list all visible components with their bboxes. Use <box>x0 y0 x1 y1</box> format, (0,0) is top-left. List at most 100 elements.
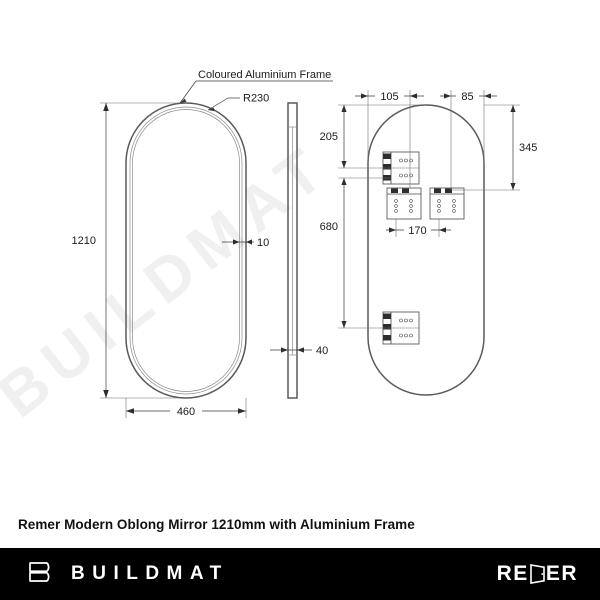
dim-label-bg <box>404 222 431 237</box>
front-view-outer-outline <box>125 102 247 399</box>
dimension-rear-85: 85 <box>440 88 497 190</box>
bracket-ml-body <box>386 187 422 220</box>
watermark: BUILDMAT <box>0 131 343 431</box>
remer-m-glyph-icon <box>530 564 545 584</box>
bracket-hole <box>409 204 413 208</box>
dimension-front-height: 1210 <box>72 102 180 399</box>
arrow-170-left <box>389 227 396 233</box>
bracket-hole <box>399 318 403 323</box>
dimension-rear-680-label: 680 <box>320 221 338 233</box>
bracket-hole <box>404 173 408 178</box>
radius-note-label: R230 <box>243 93 269 105</box>
bracket-ml-tab-1 <box>391 188 398 193</box>
bracket-hole <box>399 158 403 163</box>
dimension-front-height-label: 1210 <box>72 235 96 247</box>
bracket-top-tab-1 <box>383 153 391 159</box>
arrow-depth-left <box>281 347 288 353</box>
radius-note-arrow <box>208 107 215 112</box>
dim-label-bg <box>375 88 404 103</box>
arrow-85-right <box>484 93 491 99</box>
bracket-mr-body <box>429 187 465 220</box>
remer-brand[interactable]: RE ER <box>497 562 600 586</box>
arrow-205-down <box>341 161 347 168</box>
bracket-hole <box>409 209 413 213</box>
arrow-right <box>238 408 246 414</box>
buildmat-b-logo-icon <box>27 560 57 589</box>
bracket-hole <box>409 199 413 203</box>
bracket-mr-tab-1 <box>434 188 441 193</box>
bracket-hole <box>437 204 441 208</box>
side-view-profile <box>287 102 298 399</box>
dimension-rear-680: 680 <box>320 177 391 329</box>
bracket-hole <box>409 318 413 323</box>
bracket-hole <box>394 204 398 208</box>
arrow-85-left <box>444 93 451 99</box>
bracket-hole <box>404 318 408 323</box>
remer-wordmark: RE ER <box>497 562 578 586</box>
dimension-side-depth-label: 40 <box>316 345 328 357</box>
arrow-680-up <box>341 178 347 185</box>
arrow-680-down <box>341 321 347 328</box>
arrow-left <box>126 408 134 414</box>
caption-bar: Remer Modern Oblong Mirror 1210mm with A… <box>0 500 600 548</box>
rear-view <box>367 104 485 396</box>
bracket-hole <box>404 158 408 163</box>
dim-label-bg <box>456 88 479 103</box>
bracket-bottom-tab-2 <box>383 324 391 330</box>
arrow-105-right <box>410 93 417 99</box>
remer-wordmark-suffix: ER <box>545 562 578 585</box>
dimension-frame-thickness-label: 10 <box>257 237 269 249</box>
bracket-middle-left <box>386 187 422 220</box>
dimension-rear-170: 170 <box>386 219 451 237</box>
bracket-hole <box>399 333 403 338</box>
buildmat-brand[interactable]: BUILDMAT <box>0 560 229 589</box>
radius-note-annotation: R230 <box>207 93 269 112</box>
bracket-hole <box>404 333 408 338</box>
dimension-front-width-label: 460 <box>177 406 195 418</box>
dimension-front-width: 460 <box>125 398 247 419</box>
arrow-205-up <box>341 105 347 112</box>
bracket-middle-right <box>429 187 465 220</box>
frame-note-leader <box>179 80 197 104</box>
bracket-hole <box>394 209 398 213</box>
remer-wordmark-prefix: RE <box>496 562 529 585</box>
footer-bar: BUILDMAT RE ER <box>0 548 600 600</box>
bracket-hole <box>394 199 398 203</box>
bracket-bottom-tab-3 <box>383 335 391 341</box>
dimension-rear-345-label: 345 <box>519 142 537 154</box>
bracket-hole <box>452 209 456 213</box>
technical-drawing-canvas: BUILDMAT Coloured Aluminium Frame <box>0 69 538 432</box>
front-view-inner-outline <box>129 106 243 395</box>
front-view <box>125 102 247 399</box>
arrow-thickness-right <box>246 239 252 245</box>
bracket-hole <box>452 199 456 203</box>
radius-note-leader <box>207 97 229 111</box>
arrow-up <box>103 103 109 111</box>
bracket-hole <box>437 209 441 213</box>
arrow-345-up <box>510 105 516 112</box>
bracket-hole <box>409 333 413 338</box>
watermark-text: BUILDMAT <box>0 131 343 431</box>
dimension-rear-205-label: 205 <box>320 131 338 143</box>
arrow-depth-right <box>297 347 304 353</box>
frame-note-label: Coloured Aluminium Frame <box>198 69 331 81</box>
dimension-rear-105: 105 <box>355 88 424 188</box>
bracket-hole <box>452 204 456 208</box>
bracket-top-tab-2 <box>383 164 391 170</box>
bracket-ml-tab-2 <box>402 188 409 193</box>
buildmat-wordmark: BUILDMAT <box>71 563 229 584</box>
arrow-down <box>103 390 109 398</box>
dim-label-bg <box>170 403 202 419</box>
dimension-rear-105-label: 105 <box>380 91 398 103</box>
arrow-thickness-left <box>233 239 240 245</box>
frame-note-annotation: Coloured Aluminium Frame <box>179 69 333 104</box>
frame-note-arrow <box>180 98 187 103</box>
front-view-inner-outline-2 <box>132 109 240 392</box>
rear-view-outline <box>367 104 485 396</box>
arrow-170-right <box>439 227 446 233</box>
dimension-rear-170-label: 170 <box>408 225 426 237</box>
dimension-rear-345: 345 <box>451 104 537 191</box>
dimension-rear-205: 205 <box>320 104 426 169</box>
dimension-side-depth: 40 <box>270 345 328 357</box>
